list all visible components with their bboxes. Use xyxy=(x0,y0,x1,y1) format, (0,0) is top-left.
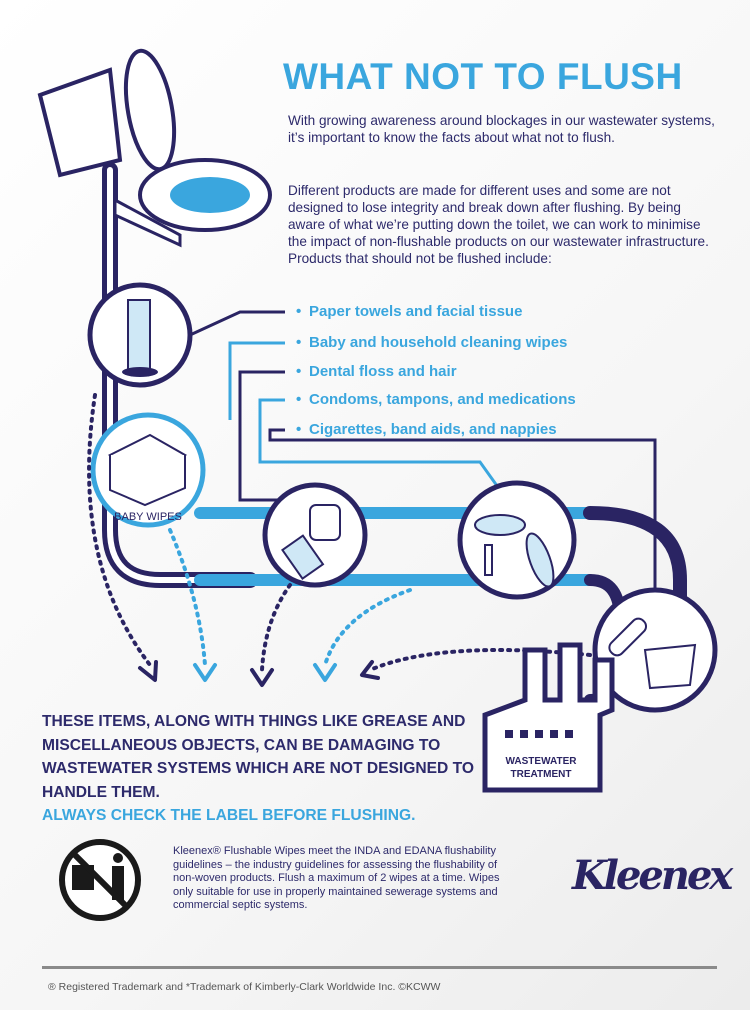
list-item: • Condoms, tampons, and medications xyxy=(296,391,576,408)
list-item-label: Paper towels and facial tissue xyxy=(309,303,523,320)
bullet-icon: • xyxy=(296,363,302,380)
footer-trademark: ® Registered Trademark and *Trademark of… xyxy=(48,981,441,993)
no-litter-toilet-icon xyxy=(59,839,141,921)
kleenex-logo: Kleenex xyxy=(572,852,733,899)
bullet-icon: • xyxy=(296,391,302,408)
treatment-label-1: WASTEWATER xyxy=(506,756,578,767)
baby-wipes-circle: BABY WIPES xyxy=(90,412,206,528)
arrow-heads xyxy=(138,660,380,687)
baby-wipes-label: BABY WIPES xyxy=(114,511,182,523)
paper-towel-circle xyxy=(87,282,193,388)
bandaid-nappy-circle xyxy=(592,587,718,713)
list-item: • Dental floss and hair xyxy=(296,363,457,380)
floss-comb-circle xyxy=(262,482,368,588)
toilet-icon xyxy=(37,48,272,248)
treatment-label-2: TREATMENT xyxy=(511,769,572,780)
list-item-label: Dental floss and hair xyxy=(309,363,457,380)
disclaimer: Kleenex® Flushable Wipes meet the INDA a… xyxy=(173,845,500,911)
intro-paragraph-1: With growing awareness around blockages … xyxy=(288,113,715,145)
warning-text: THESE ITEMS, ALONG WITH THINGS LIKE GREA… xyxy=(42,710,482,828)
divider xyxy=(42,966,717,969)
warning-body: THESE ITEMS, ALONG WITH THINGS LIKE GREA… xyxy=(42,713,475,801)
list-item-label: Cigarettes, band aids, and nappies xyxy=(309,421,557,438)
list-item: • Baby and household cleaning wipes xyxy=(296,334,567,351)
bullet-icon: • xyxy=(296,334,302,351)
wastewater-treatment-factory: WASTEWATER TREATMENT xyxy=(482,642,615,793)
warning-highlight: ALWAYS CHECK THE LABEL BEFORE FLUSHING. xyxy=(42,807,416,824)
intro-paragraph-2: Different products are made for differen… xyxy=(288,183,709,266)
bullet-icon: • xyxy=(296,303,302,320)
connector-lines xyxy=(189,310,657,590)
list-item: • Cigarettes, band aids, and nappies xyxy=(296,421,557,438)
list-item-label: Condoms, tampons, and medications xyxy=(309,391,576,408)
list-item: • Paper towels and facial tissue xyxy=(296,303,522,320)
bullet-icon: • xyxy=(296,421,302,438)
tampon-condom-circle xyxy=(457,480,577,600)
list-item-label: Baby and household cleaning wipes xyxy=(309,334,568,351)
dotted-arrows xyxy=(87,393,592,672)
page-title: WHAT NOT TO FLUSH xyxy=(283,56,683,97)
